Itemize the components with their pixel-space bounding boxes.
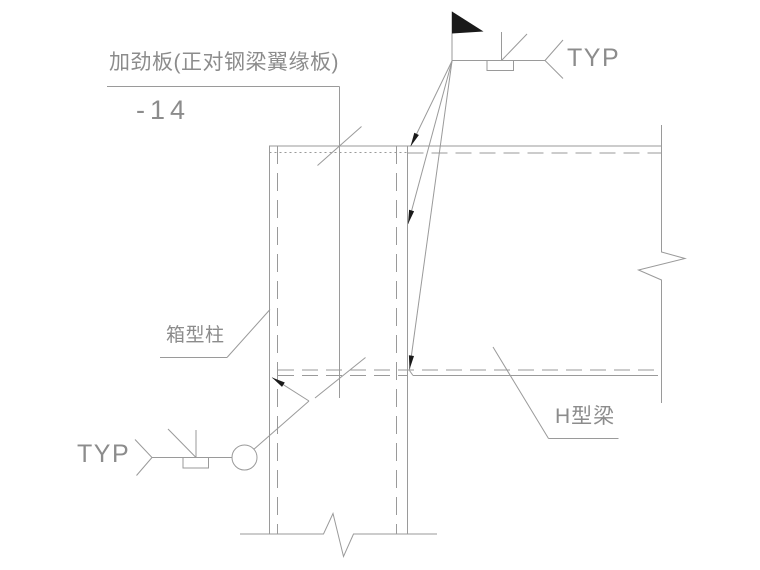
backing-bar-symbol [486,60,514,71]
weld-leader-3 [409,60,453,370]
beam-callout-lines [492,346,619,439]
arrowhead-icon [408,355,414,370]
beam-bottom-flange-fillet [409,370,414,376]
h-beam [269,125,687,403]
arrowhead-icon [408,209,415,224]
open-arrowhead-icon [134,439,153,476]
beam-leader-line [492,346,549,439]
typ-label-top: TYP [567,44,621,72]
box-column-label: 箱型柱 [166,325,225,346]
open-arrowhead-icon [544,39,564,79]
stiffener-callout-lines [107,86,366,399]
stiffener-top-tick-mark [317,126,362,166]
arrowhead-icon [272,377,285,387]
h-beam-label: H型梁 [555,405,616,428]
bevel-weld-slant-leg [501,33,528,61]
weld-leader-1 [410,60,453,147]
weld-leader-segment-1 [253,400,310,450]
stiffener-plate-label: 加劲板(正对钢梁翼缘板) [109,51,339,74]
beam-break-line [636,125,687,403]
backing-bar-symbol [182,457,209,469]
plate-thickness-label: -14 [136,95,191,125]
flag-icon [452,11,484,34]
column-break-line [240,511,437,559]
stiffener-bottom-tick-mark [314,357,366,399]
column-leader-line [226,309,271,358]
all-around-weld-circle [231,444,258,471]
box-column [240,146,437,559]
arrowhead-icon [410,132,419,147]
typ-label-bottom: TYP [77,440,131,468]
column-callout-lines [160,309,271,358]
weld-symbol-top [407,11,564,370]
bevel-weld-slant-leg [167,428,197,458]
weld-leader-2 [407,60,453,225]
weld-symbol-bottom [134,377,310,476]
